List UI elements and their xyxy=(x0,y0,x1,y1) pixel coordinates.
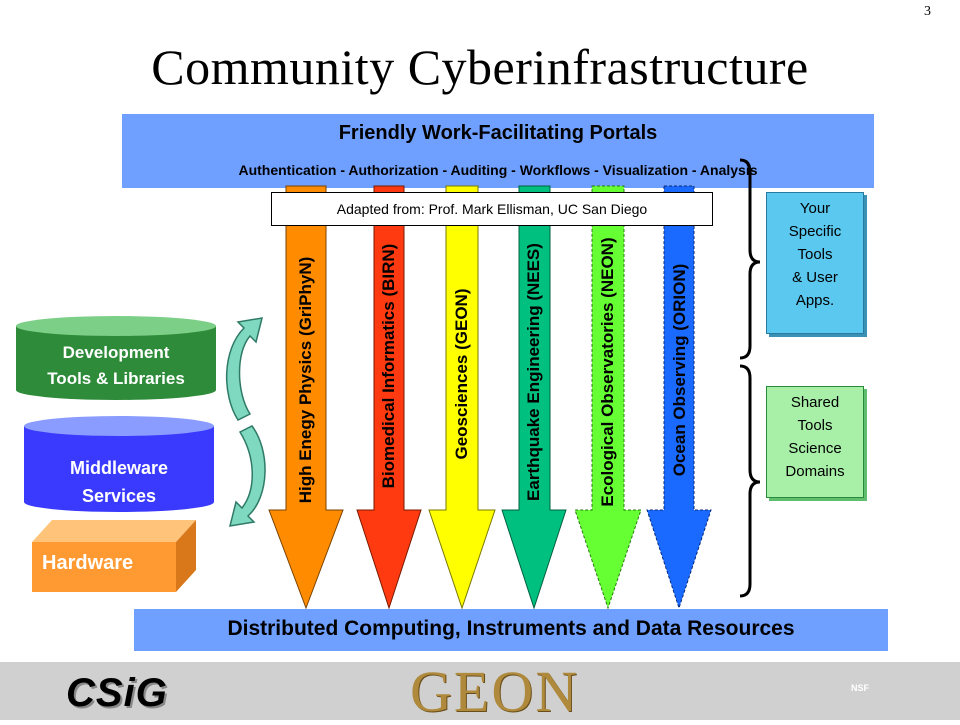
footer-band xyxy=(0,662,960,720)
arrow-label-hep: High Enegy Physics (GriPhyN) xyxy=(296,256,315,504)
page-number: 3 xyxy=(924,4,931,19)
portal-title: Friendly Work-Facilitating Portals xyxy=(338,122,658,144)
geon-logo: GEON xyxy=(410,659,580,724)
slide-title: Community Cyberinfrastructure xyxy=(151,39,809,95)
cycle-arrows-icon xyxy=(225,317,266,527)
development-cylinder xyxy=(16,316,216,400)
arrow-label-geon: Geosciences (GEON) xyxy=(452,288,471,460)
specific-line: Tools xyxy=(797,246,833,263)
shared-line: Domains xyxy=(785,463,845,480)
arrow-hep xyxy=(268,185,344,610)
arrow-label-neon: Ecological Observatories (NEON) xyxy=(598,237,617,507)
middleware-label-line1: Middleware xyxy=(69,458,169,478)
hardware-box xyxy=(32,520,196,592)
hardware-label: Hardware xyxy=(42,552,134,574)
resources-bar xyxy=(134,609,888,651)
middleware-cylinder xyxy=(24,416,214,512)
arrow-orion xyxy=(646,185,712,610)
specific-line: & User xyxy=(792,269,838,286)
middleware-label: Middleware Services xyxy=(24,454,214,510)
credit-box: Adapted from: Prof. Mark Ellisman, UC Sa… xyxy=(271,192,713,226)
development-label: Development Tools & Libraries xyxy=(16,340,216,392)
nsf-logo-text: NSF xyxy=(851,683,869,693)
arrow-label-orion: Ocean Observing (ORION) xyxy=(670,263,689,477)
development-label-line1: Development xyxy=(62,343,170,362)
middleware-label-line2: Services xyxy=(81,486,157,506)
shared-line: Shared xyxy=(790,394,840,411)
specific-line: Apps. xyxy=(795,292,835,309)
arrow-neon xyxy=(574,185,642,610)
arrow-label-nees: Earthquake Engineering (NEES) xyxy=(524,243,543,501)
arrow-birn xyxy=(356,185,422,610)
shared-tools-box: Shared Tools Science Domains xyxy=(766,386,864,498)
portal-subtitle: Authentication - Authorization - Auditin… xyxy=(238,162,758,178)
arrow-label-birn: Biomedical Informatics (BIRN) xyxy=(379,243,398,489)
specific-line: Specific xyxy=(788,223,842,240)
csig-logo: CSiG xyxy=(66,671,168,715)
arrow-nees xyxy=(501,185,567,610)
shared-line: Tools xyxy=(797,417,833,434)
arrow-geon xyxy=(428,185,496,610)
shared-line: Science xyxy=(788,440,842,457)
specific-line: Your xyxy=(799,200,831,217)
brace-bottom-icon xyxy=(739,364,761,598)
specific-tools-box: Your Specific Tools & User Apps. xyxy=(766,192,864,334)
resources-label: Distributed Computing, Instruments and D… xyxy=(227,617,795,640)
development-label-line2: Tools & Libraries xyxy=(47,369,185,388)
brace-top-icon xyxy=(739,158,761,360)
